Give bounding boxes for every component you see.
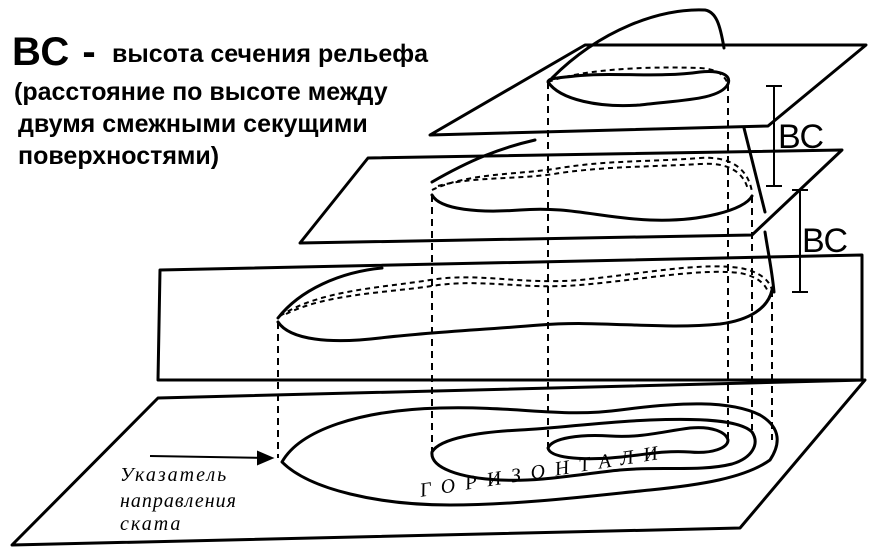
lower-cutting-plane xyxy=(156,253,864,382)
middle-ring-back-outer xyxy=(431,156,753,193)
contour-middle xyxy=(430,417,757,482)
definition-text: высота сечения рельефа xyxy=(112,40,429,68)
hill-right-low xyxy=(763,230,776,294)
bc-upper-label: ВС xyxy=(778,118,825,156)
hill-left-mid xyxy=(430,138,537,184)
bc-lower-label: ВС xyxy=(802,222,849,260)
hill-left-slope xyxy=(550,8,726,80)
base-plane xyxy=(10,378,867,547)
top-section-ring xyxy=(546,70,731,108)
middle-section-ring xyxy=(430,193,754,222)
lower-section-ring xyxy=(276,288,774,343)
top-ring-back xyxy=(547,66,729,85)
hill-left-low xyxy=(276,266,384,320)
definition-line-2: (расстояние по высоте между xyxy=(14,78,388,106)
hill-right-slope xyxy=(742,126,767,214)
slope-pointer-line xyxy=(149,455,271,459)
pointer-label-line-3: ската xyxy=(120,513,183,535)
abbreviation-label: ВС - xyxy=(12,30,97,74)
contour-inner xyxy=(546,426,730,461)
lower-ring-back-inner xyxy=(285,270,769,315)
pointer-label-line-1: Указатель xyxy=(120,464,229,486)
contour-outer xyxy=(280,402,779,507)
slope-pointer-arrowhead xyxy=(257,450,275,466)
pointer-label-line-2: направления xyxy=(120,490,237,512)
middle-ring-back-inner xyxy=(437,162,749,191)
definition-line-3: двумя смежными секущими xyxy=(18,110,368,138)
upper-cutting-plane xyxy=(428,43,868,137)
definition-line-4: поверхностями) xyxy=(18,142,220,170)
